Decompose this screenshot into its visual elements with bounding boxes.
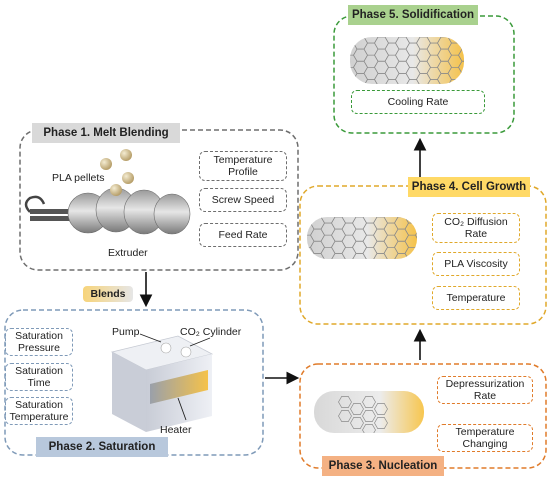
foam-cell <box>447 37 463 44</box>
foam-cell <box>415 217 417 230</box>
nucleus-cell <box>362 424 376 433</box>
pla-pellets-label: PLA pellets <box>52 172 105 184</box>
nucleus-cell <box>362 410 376 422</box>
nucleus-cell <box>374 403 388 415</box>
nucleus-cell <box>350 417 364 429</box>
param-feed-rate: Feed Rate <box>199 223 287 247</box>
param-cooling-rate: Cooling Rate <box>351 90 485 114</box>
foam-cell <box>415 253 417 259</box>
param-depressurization-rate: Depressurization Rate <box>437 376 533 404</box>
saturation-vessel <box>110 333 214 432</box>
foam-cell <box>321 259 335 271</box>
phase2-title: Phase 2. Saturation <box>36 437 168 457</box>
nucleus-cell <box>350 403 364 415</box>
param-screw-speed: Screw Speed <box>199 188 287 212</box>
phase5-title: Phase 5. Solidification <box>348 5 478 25</box>
blends-chip-bg <box>83 286 133 302</box>
foam-cell <box>350 37 358 44</box>
phase3-title: Phase 3. Nucleation <box>322 456 444 476</box>
pla-pellets-icon <box>100 149 134 196</box>
param-saturation-temperature: Saturation Temperature <box>5 397 73 425</box>
foam-cell <box>307 217 315 224</box>
phase4-title: Phase 4. Cell Growth <box>408 177 530 197</box>
foam-cell <box>384 259 398 271</box>
param-saturation-time: Saturation Time <box>5 363 73 391</box>
param-temperature: Temperature <box>432 286 520 310</box>
foam-cell <box>458 73 464 84</box>
extruder-illustration <box>24 187 191 235</box>
solidified-foam-cylinder <box>350 37 464 84</box>
param-temperature-profile: Temperature Profile <box>199 151 287 181</box>
foam-cell <box>404 217 417 224</box>
co2-cylinder-label: CO₂ Cylinder <box>180 326 242 338</box>
cell-growth-foam-cylinder <box>300 217 419 271</box>
nucleus-cell <box>362 396 376 408</box>
nucleation-cylinder <box>314 391 424 433</box>
foam-cell <box>363 259 377 271</box>
phase3-container <box>299 363 547 469</box>
phase1-title: Phase 1. Melt Blending <box>32 123 180 143</box>
extruder-label: Extruder <box>108 247 148 259</box>
heater-label: Heater <box>160 424 192 436</box>
foam-cell <box>342 259 356 271</box>
param-pla-viscosity: PLA Viscosity <box>432 252 520 276</box>
pump-label: Pump <box>112 326 140 338</box>
param-co2-diffusion-rate: CO₂ Diffusion Rate <box>432 213 520 243</box>
param-temperature-changing: Temperature Changing <box>437 424 533 452</box>
blends-label: Blends <box>90 288 126 300</box>
foam-cell <box>458 48 464 62</box>
nucleus-cell <box>338 410 352 422</box>
nucleus-cell <box>338 396 352 408</box>
foam-cell <box>415 228 417 242</box>
nucleus-cell <box>374 417 388 429</box>
foam-cell <box>458 60 464 74</box>
param-saturation-pressure: Saturation Pressure <box>5 328 73 356</box>
foam-cell <box>415 240 417 254</box>
foam-cell <box>405 259 419 271</box>
foam-cell <box>458 37 464 50</box>
foam-cell <box>300 259 314 271</box>
